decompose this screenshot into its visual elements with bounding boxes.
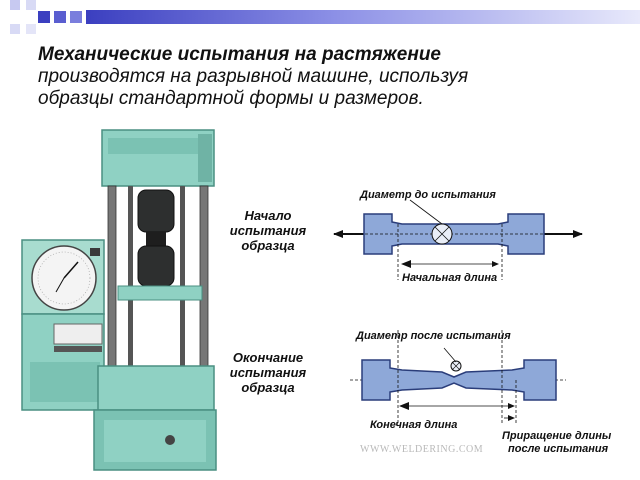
testing-machine-image <box>21 129 217 471</box>
caption-line: образца <box>241 238 295 253</box>
title-bar <box>86 10 640 24</box>
decor-square <box>70 11 82 23</box>
caption-line: образца <box>241 380 295 395</box>
caption-line: испытания <box>229 365 307 380</box>
slide-title: Механические испытания на растяжение <box>38 44 441 65</box>
specimen-before-test <box>363 213 545 255</box>
title-decoration <box>0 0 640 40</box>
decor-square <box>54 11 66 23</box>
label-initial-length: Начальная длина <box>402 272 497 284</box>
specimen-diagram: Диаметр до испытания Начальная длина Диа… <box>333 189 612 455</box>
label-elongation-line1: Приращение длины <box>502 430 612 442</box>
watermark: WWW.WELDERING.COM <box>360 444 483 455</box>
label-final-length: Конечная длина <box>370 419 457 431</box>
decor-square <box>26 0 36 10</box>
caption-test-end: Окончание испытания образца <box>220 350 316 395</box>
label-diameter-after: Диаметр после испытания <box>355 330 511 342</box>
decor-square <box>10 24 20 34</box>
caption-line: испытания <box>229 223 307 238</box>
label-elongation-line2: после испытания <box>508 443 609 455</box>
decor-square <box>38 11 50 23</box>
label-diameter-before: Диаметр до испытания <box>359 189 496 201</box>
caption-test-start: Начало испытания образца <box>226 208 310 253</box>
decor-square <box>26 24 36 34</box>
caption-line: Начало <box>244 208 292 223</box>
slide-heading: Механические испытания на растяжение про… <box>38 44 628 110</box>
decor-square <box>10 0 20 10</box>
slide-subtitle-line: производятся на разрывной машине, исполь… <box>38 66 469 87</box>
caption-line: Окончание <box>232 350 304 365</box>
slide-subtitle-line: образцы стандартной формы и размеров. <box>38 88 424 109</box>
